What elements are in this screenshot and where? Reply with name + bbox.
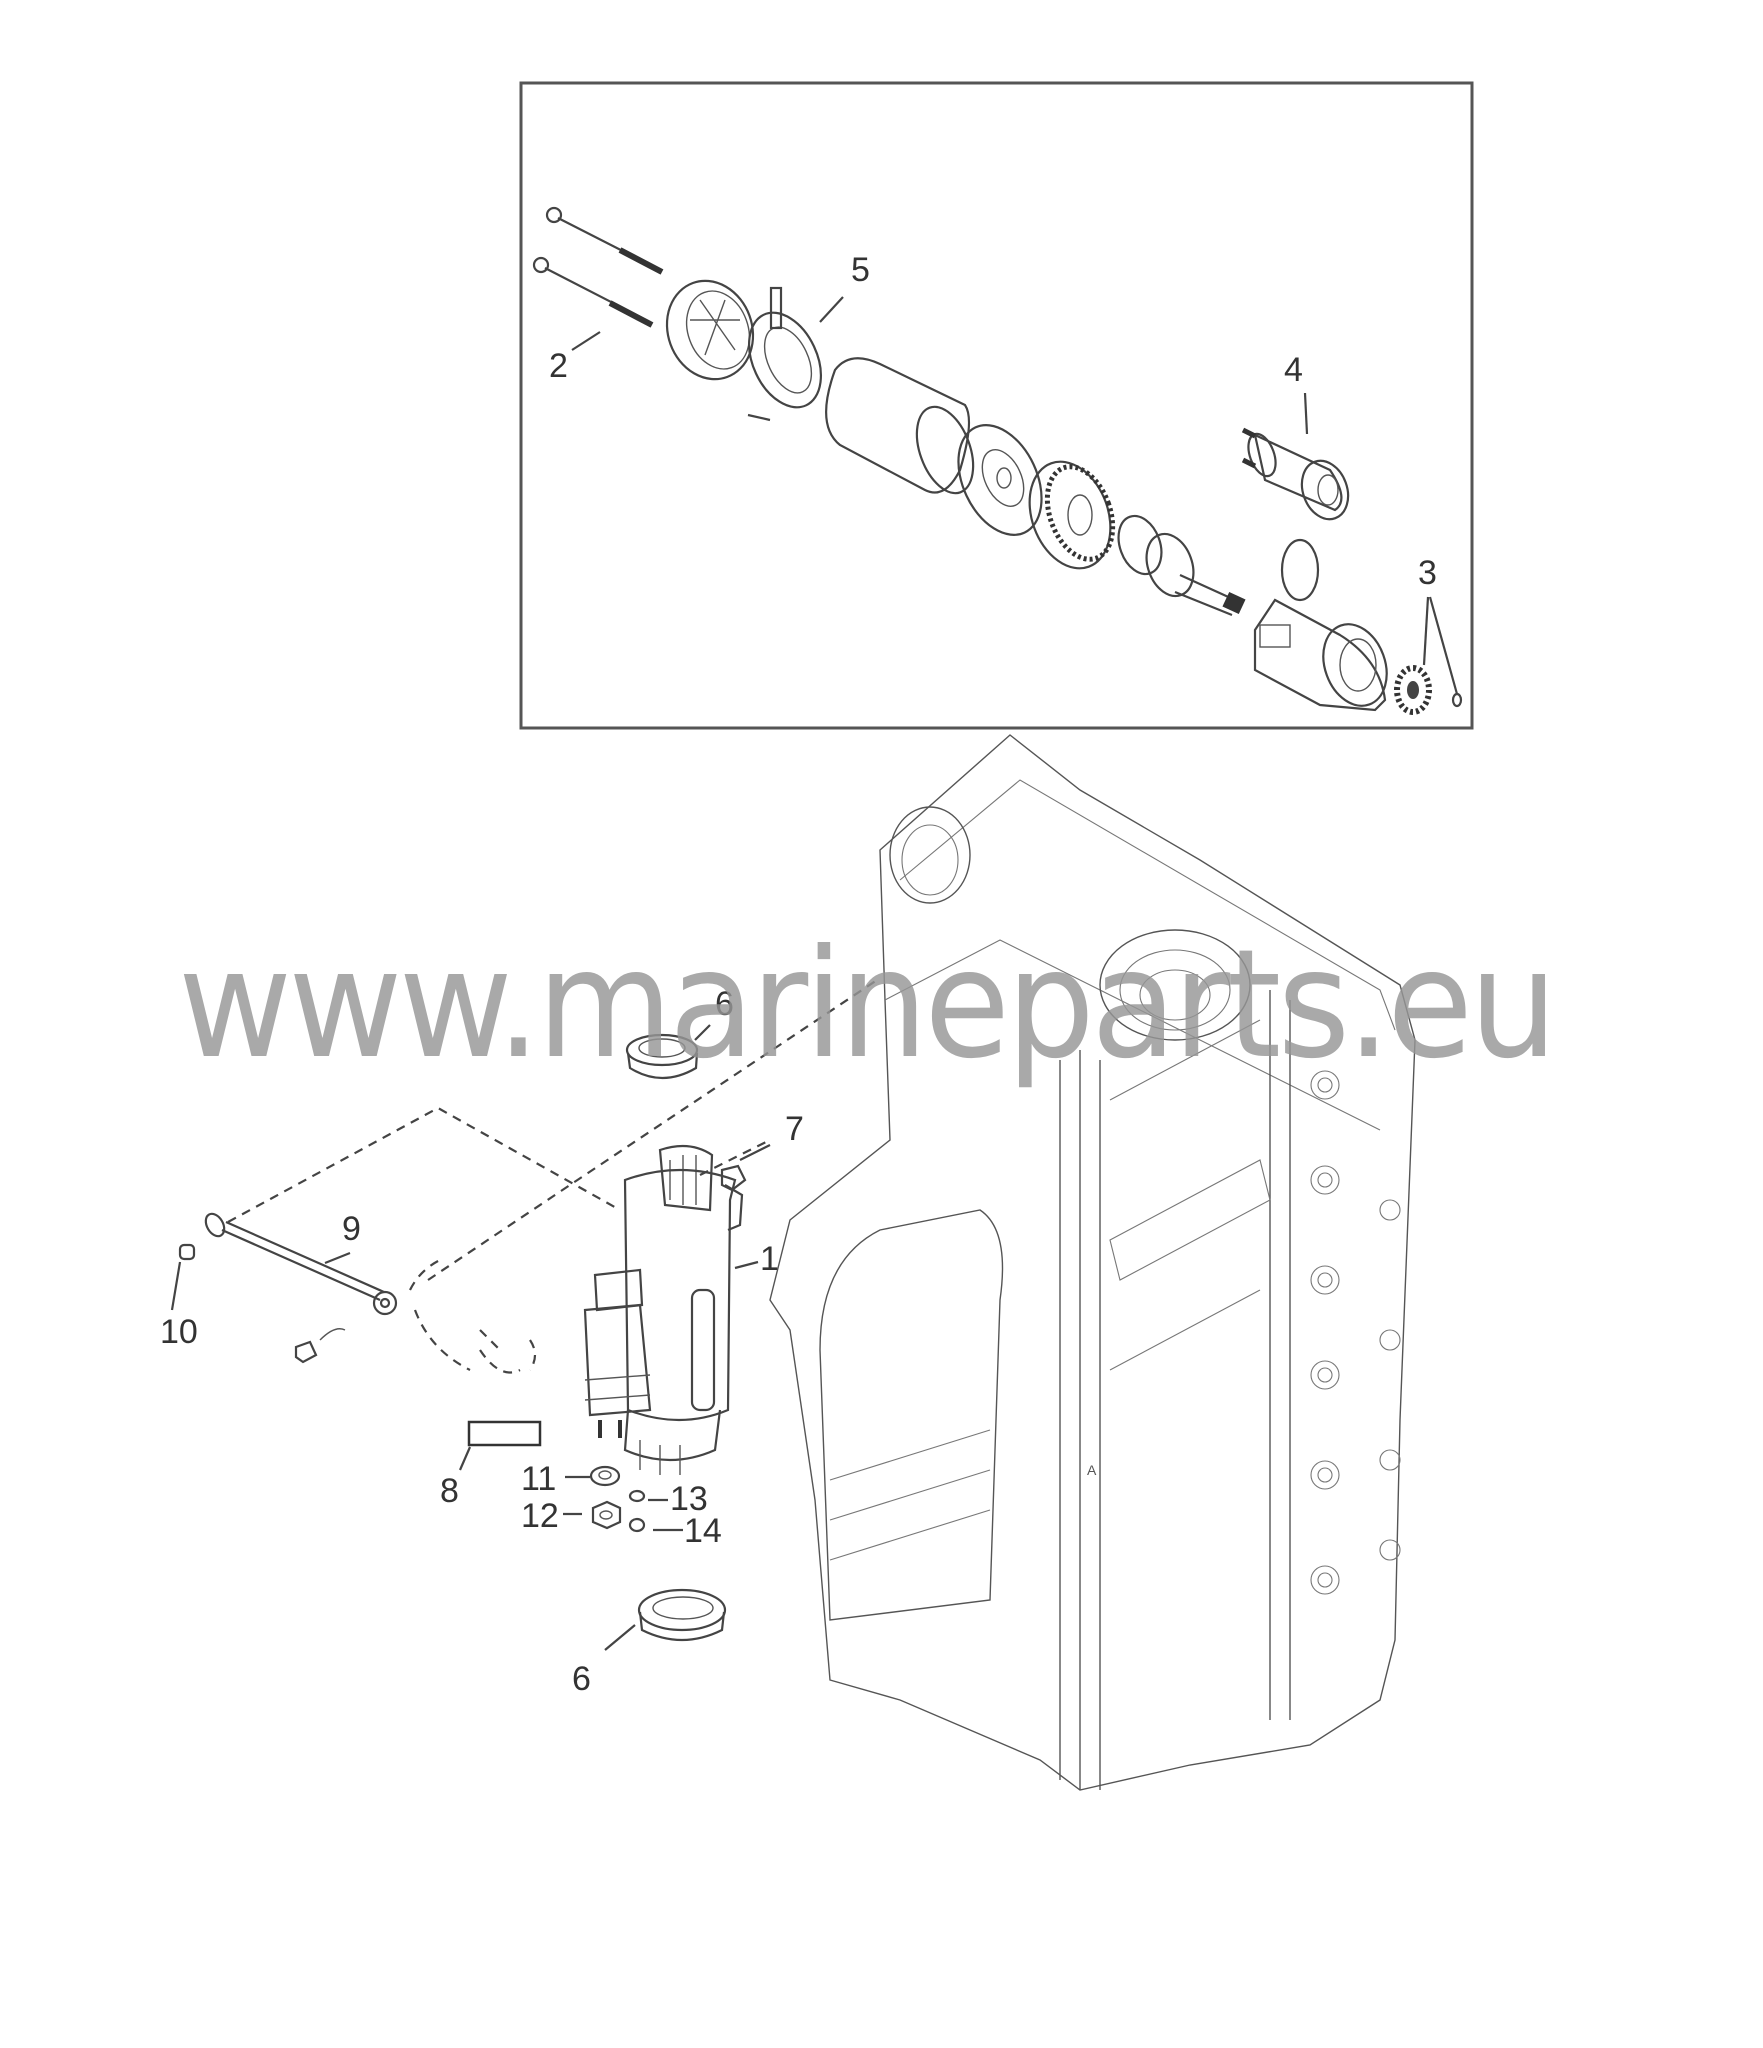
callout-4: 4 [1284,351,1303,389]
leader-7 [739,1144,771,1161]
callout-10: 10 [160,1313,198,1351]
dashed-guides [227,977,881,1281]
leader-2 [571,331,601,351]
grommet-upper [625,1033,699,1079]
starter-motor-installed [583,1144,744,1475]
hardware-small [589,1465,646,1533]
callout-7: 7 [785,1110,804,1148]
battery-cable [204,1212,398,1316]
leader-4 [1303,392,1309,435]
plate [957,424,1043,536]
grommet-lower [637,1588,727,1642]
bolt-7 [720,1164,747,1192]
end-frame [665,279,755,381]
leader-3b [1428,596,1459,695]
leader-5 [819,296,844,323]
bolt-bosses [1310,1070,1401,1595]
nut-12 [591,1500,622,1530]
inset-frame [519,81,1474,730]
callout-2: 2 [549,347,568,385]
armature-gear [1028,460,1116,570]
callout-6-upper: 6 [715,985,734,1023]
callout-1: 1 [760,1240,779,1278]
screw-10 [178,1243,196,1261]
washer-13 [628,1489,646,1503]
nut-14 [628,1517,646,1533]
leader-8 [458,1446,472,1471]
callout-14: 14 [684,1512,722,1550]
leader-6-upper [694,1024,711,1041]
callout-8: 8 [440,1472,459,1510]
leader-10 [170,1261,182,1311]
leader-3a [1422,596,1430,666]
brush-holder [747,286,822,422]
cable-nut [294,1328,346,1364]
callout-11: 11 [521,1460,556,1498]
callout-3: 3 [1418,554,1437,592]
engine-marker-a: A [1087,1462,1097,1478]
starter-body [1253,538,1388,712]
callout-13: 13 [670,1480,708,1518]
callout-12: 12 [521,1497,559,1535]
through-bolts [532,206,664,328]
drive-shaft [1117,514,1246,617]
leader-1 [734,1260,759,1270]
leader-6-lower [604,1624,636,1651]
motor-yoke [825,357,975,495]
inset-exploded-view: 2 5 4 3 [519,81,1474,730]
callout-5: 5 [851,251,870,289]
callout-6-lower: 6 [572,1660,591,1698]
decal-8 [467,1420,542,1447]
engine-block: A [769,734,1416,1791]
ghost-outline [409,1259,537,1374]
leader-9 [324,1251,351,1265]
washer-11 [589,1465,621,1487]
callout-9: 9 [342,1210,361,1248]
solenoid [1241,427,1350,521]
